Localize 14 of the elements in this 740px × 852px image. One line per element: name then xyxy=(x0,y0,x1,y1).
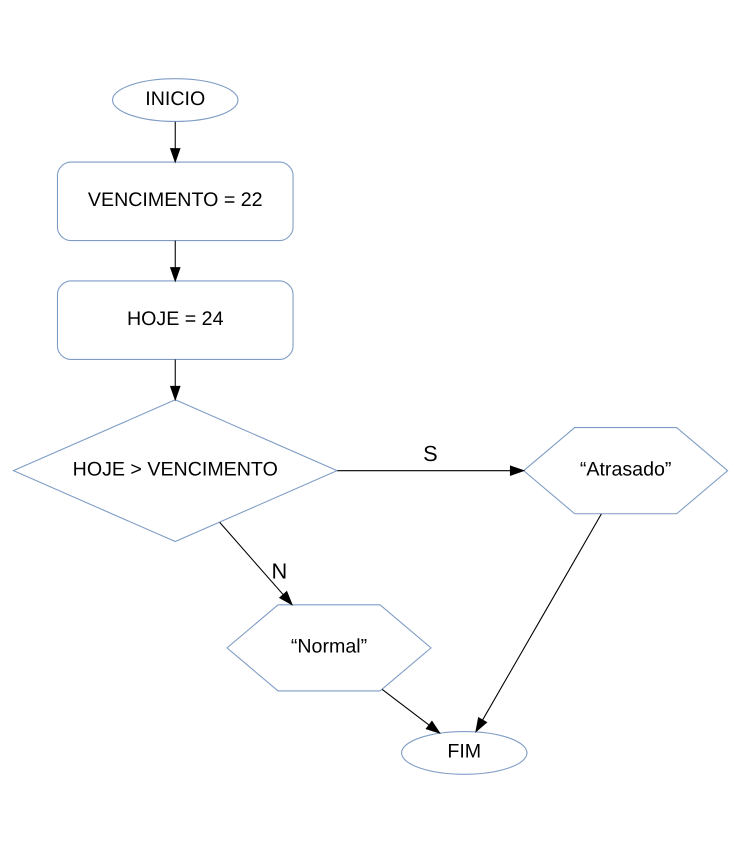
arrow xyxy=(169,240,180,282)
edge-label: N xyxy=(271,558,287,584)
edge-label: S xyxy=(422,440,438,466)
node-diamond: HOJE > VENCIMENTO xyxy=(12,398,338,542)
arrow xyxy=(381,688,440,734)
arrow xyxy=(336,464,525,476)
node-ellipse: FIM xyxy=(400,730,528,774)
node-box: HOJE = 24 xyxy=(56,280,294,360)
node-box: VENCIMENTO = 22 xyxy=(56,160,294,241)
arrow xyxy=(169,358,180,401)
arrow xyxy=(218,522,292,606)
arrow xyxy=(474,513,602,732)
node-ellipse: INICIO xyxy=(112,78,238,122)
arrow xyxy=(169,121,180,163)
